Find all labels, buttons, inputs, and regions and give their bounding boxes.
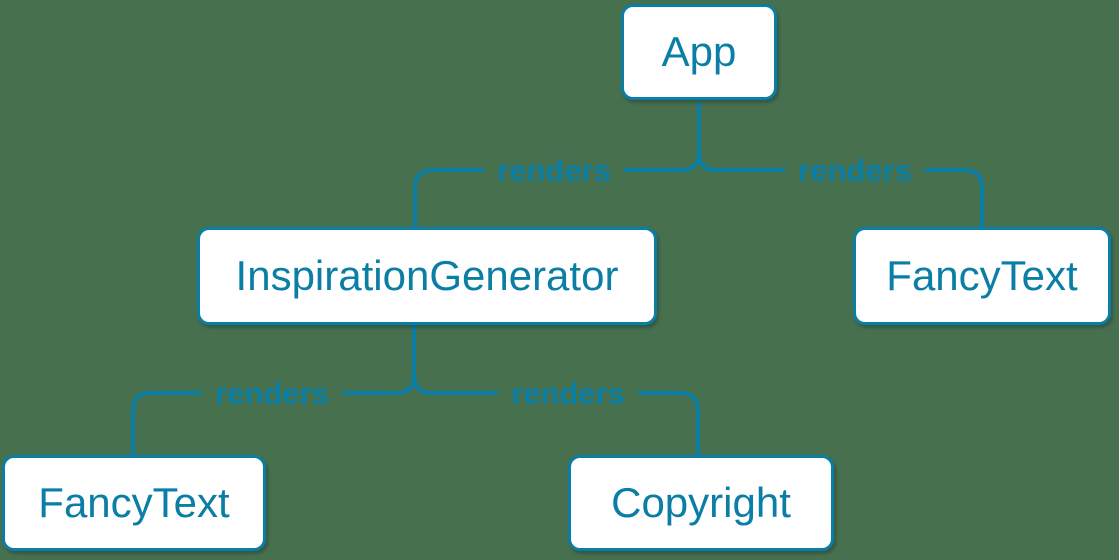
node-inspiration-generator: InspirationGenerator: [197, 227, 657, 325]
edge-label-renders-app-inspirationgenerator: renders: [484, 153, 624, 189]
edge-label-renders-app-fancytext: renders: [785, 153, 925, 189]
node-app: App: [621, 4, 777, 100]
node-fancy-text-bottom: FancyText: [2, 455, 266, 551]
node-fancy-text-top: FancyText: [853, 227, 1111, 325]
edge-label-renders-inspirationgenerator-fancytext: renders: [202, 376, 342, 412]
edge-label-renders-inspirationgenerator-copyright: renders: [498, 376, 638, 412]
node-copyright: Copyright: [568, 455, 834, 551]
